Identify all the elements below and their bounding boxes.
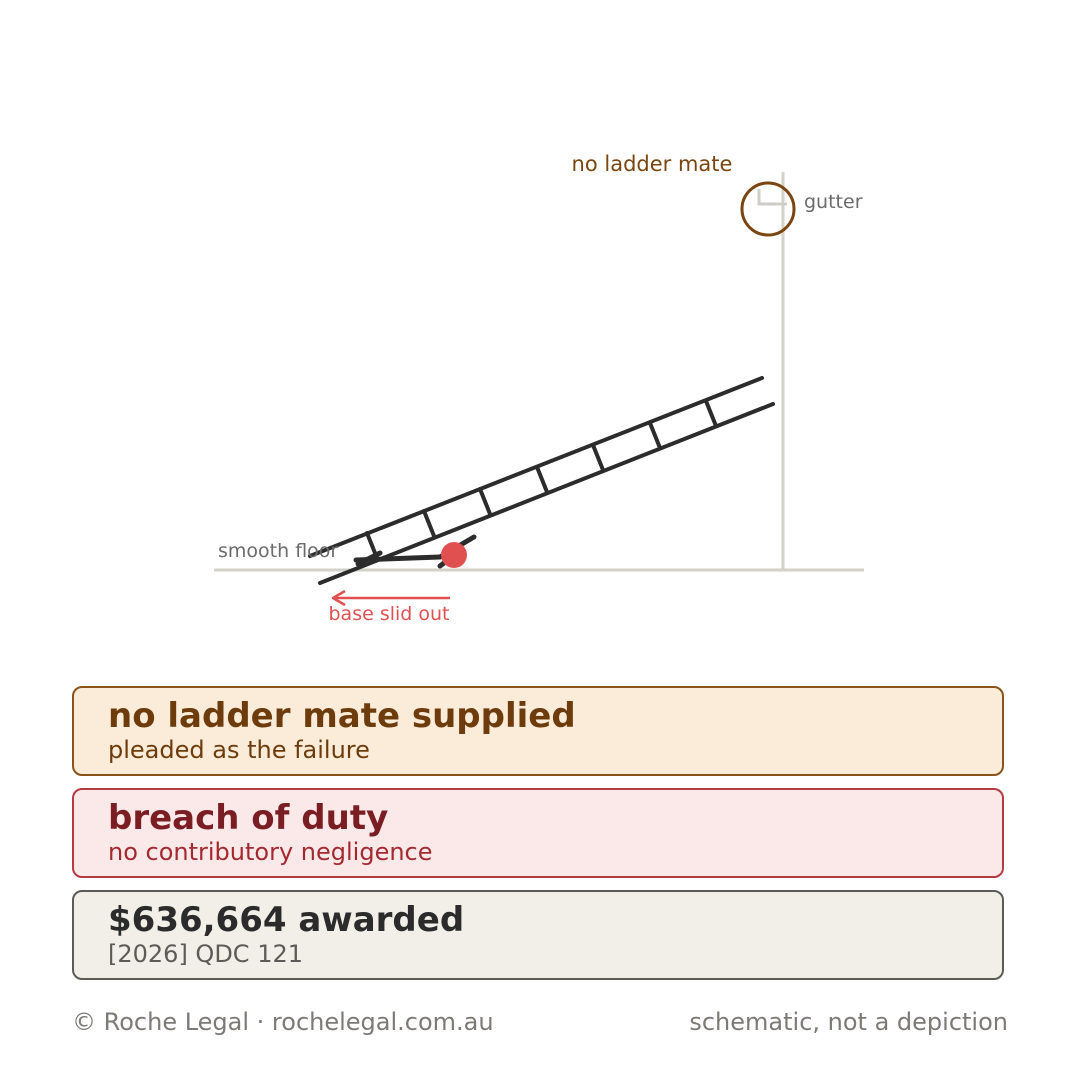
card-title: breach of duty <box>108 798 389 838</box>
label-smooth-floor: smooth floor <box>218 540 338 562</box>
footer-copyright: © Roche Legal · rochelegal.com.au <box>72 1008 494 1036</box>
gutter-icon <box>757 189 787 206</box>
footer-disclaimer: schematic, not a depiction <box>689 1008 1008 1036</box>
label-gutter: gutter <box>804 191 863 213</box>
card-subtitle: [2026] QDC 121 <box>108 940 303 968</box>
card-breach-of-duty: breach of duty no contributory negligenc… <box>72 788 1004 878</box>
gutter-highlight-circle <box>740 181 796 237</box>
card-title: $636,664 awarded <box>108 900 465 940</box>
ladder <box>308 376 775 585</box>
card-award: $636,664 awarded [2026] QDC 121 <box>72 890 1004 980</box>
slide-arrow-head-icon <box>331 589 346 607</box>
ladder-rung <box>591 443 605 472</box>
card-subtitle: no contributory negligence <box>108 838 433 866</box>
ladder-rung <box>478 487 492 516</box>
ladder-rung <box>535 465 549 494</box>
card-title: no ladder mate supplied <box>108 696 576 736</box>
card-subtitle: pleaded as the failure <box>108 736 370 764</box>
label-no-ladder-mate: no ladder mate <box>572 152 733 176</box>
ladder-fall-diagram: no ladder mate gutter smooth floor base … <box>214 152 864 625</box>
label-base-slid-out: base slid out <box>328 603 449 625</box>
ladder-rung <box>648 421 662 450</box>
card-no-ladder-mate: no ladder mate supplied pleaded as the f… <box>72 686 1004 776</box>
ladder-rung <box>704 399 718 428</box>
ladder-rung <box>422 509 436 538</box>
person-head-icon <box>441 542 467 568</box>
